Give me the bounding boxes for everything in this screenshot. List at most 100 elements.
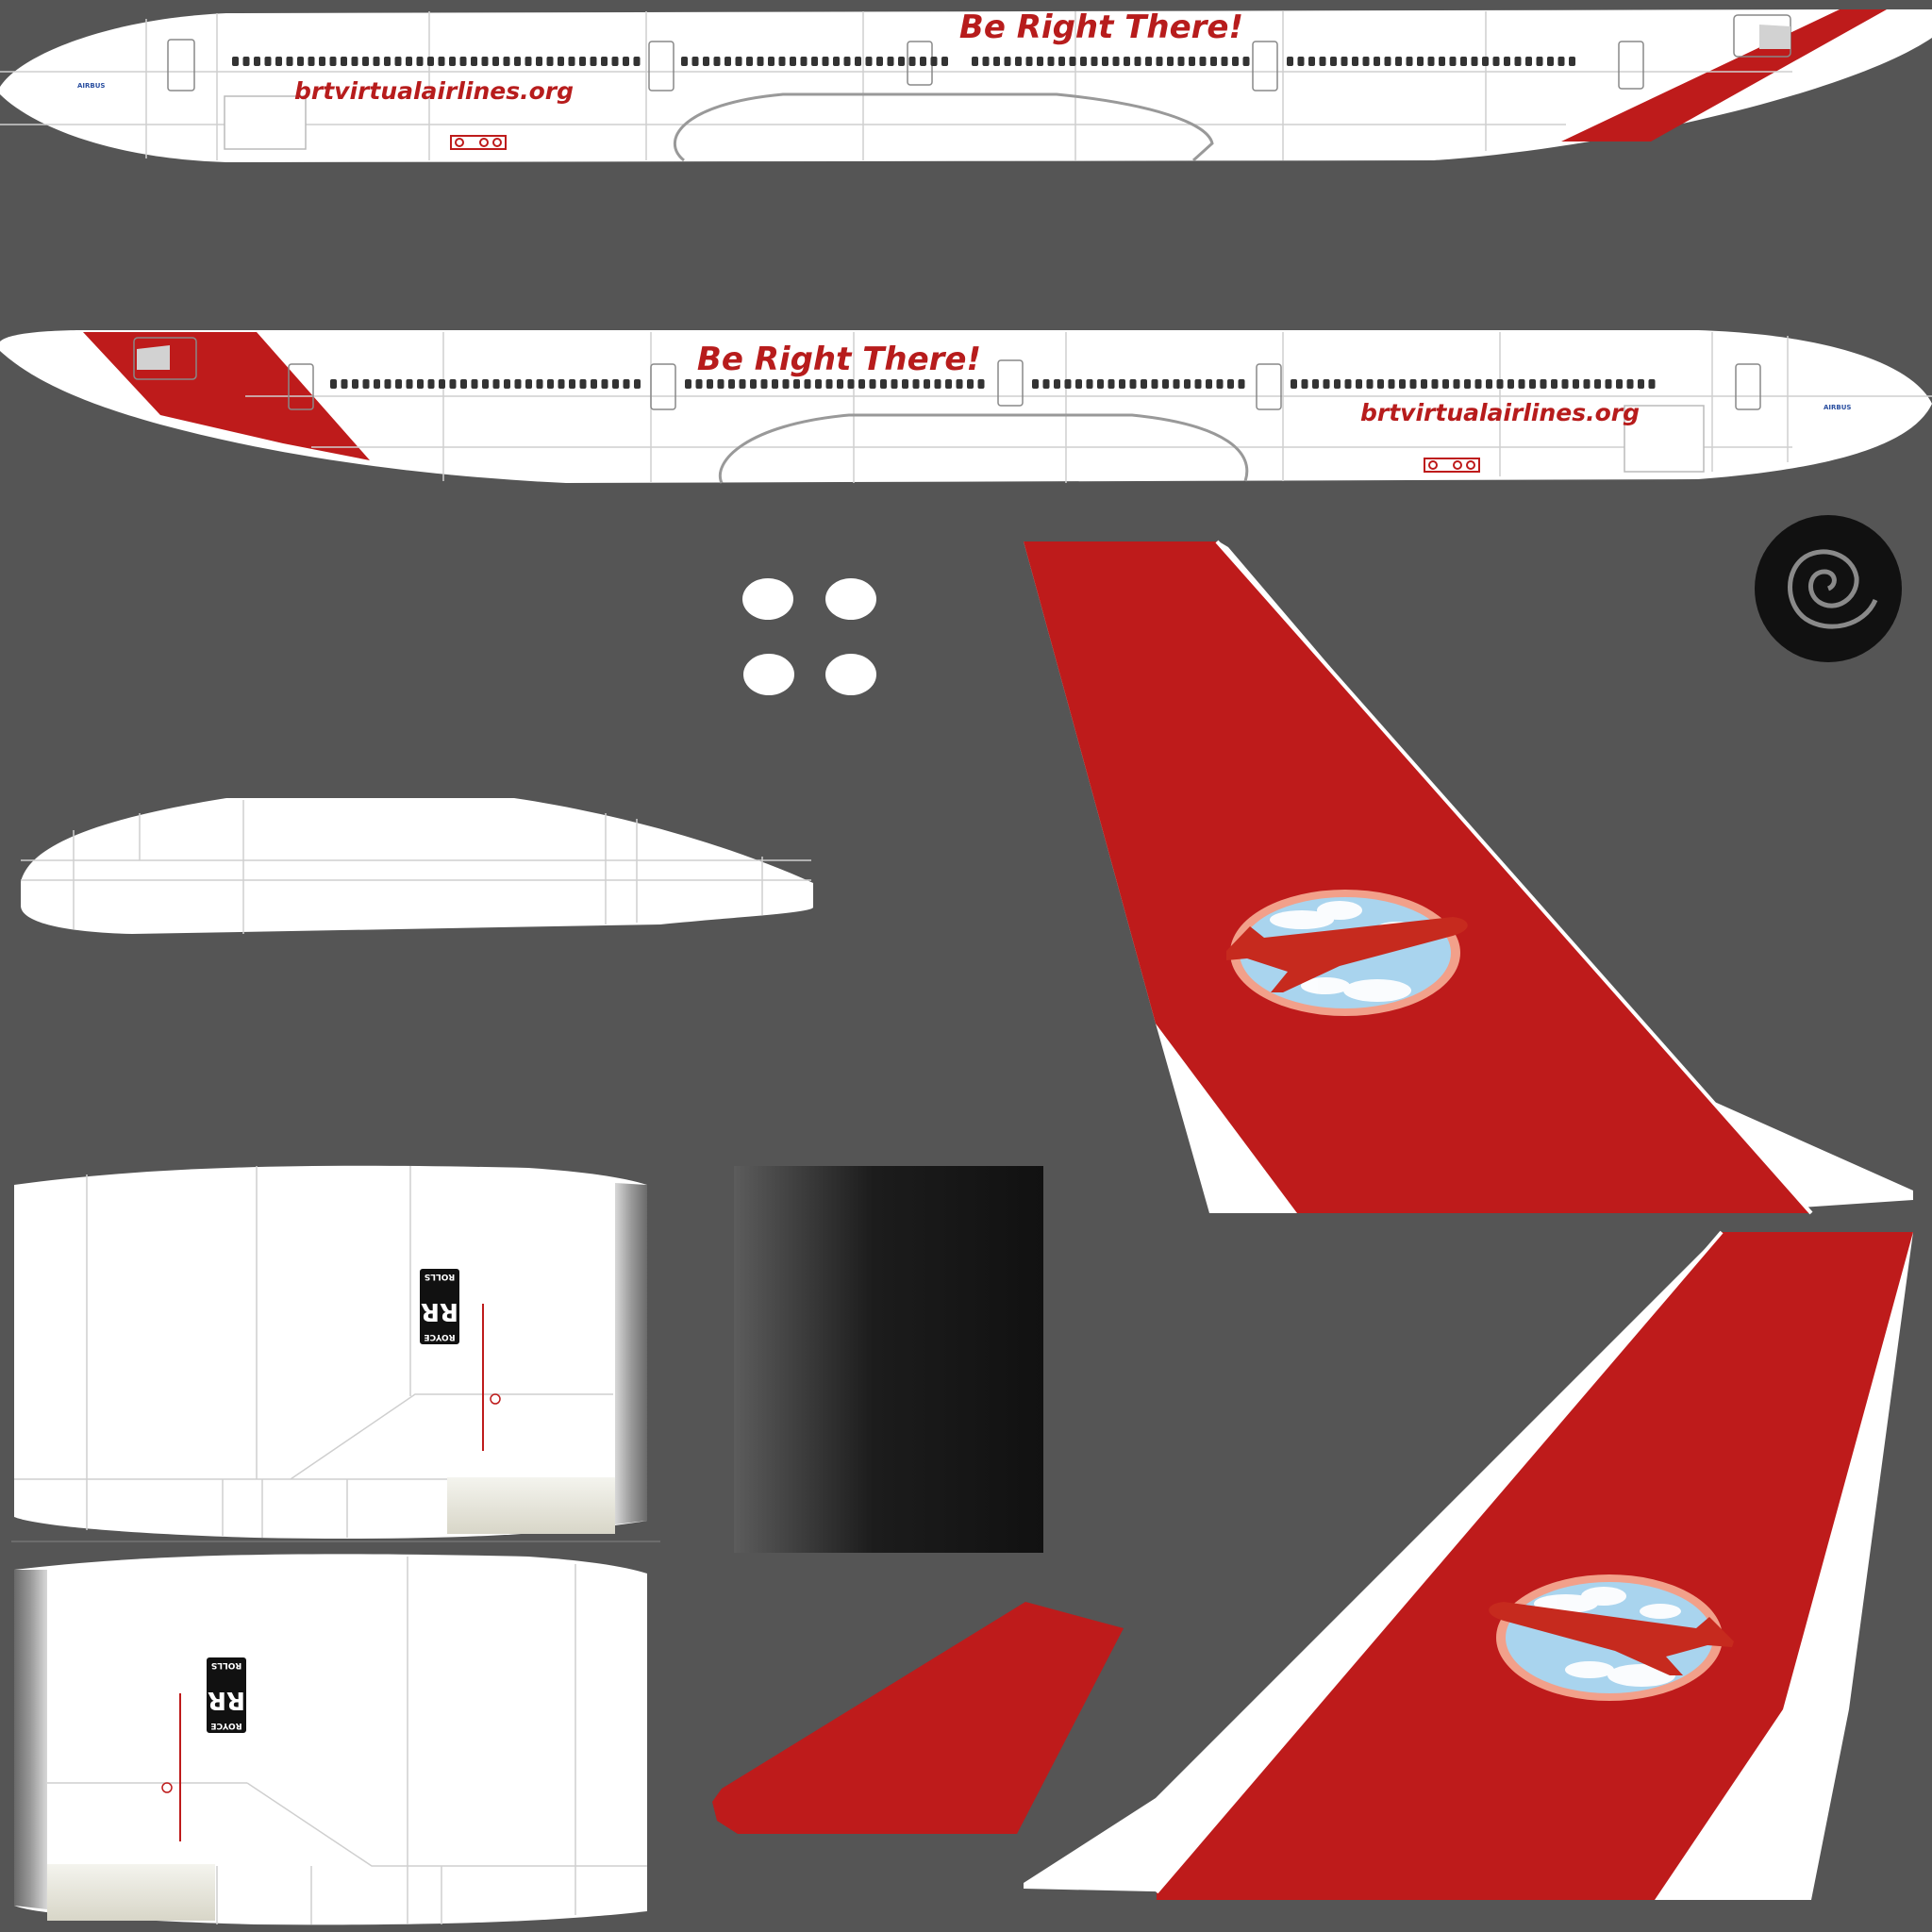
cabin-window xyxy=(623,57,629,66)
cabin-window xyxy=(558,57,564,66)
cabin-window xyxy=(735,57,742,66)
cabin-window xyxy=(876,57,883,66)
cabin-window xyxy=(1356,379,1362,389)
cabin-window xyxy=(1551,379,1557,389)
cabin-window xyxy=(1221,57,1228,66)
cabin-window xyxy=(1395,57,1402,66)
cabin-window xyxy=(427,57,434,66)
cabin-window xyxy=(855,57,861,66)
cabin-window xyxy=(1145,57,1152,66)
cabin-window xyxy=(728,379,735,389)
cabin-window xyxy=(536,57,542,66)
cabin-window xyxy=(1561,379,1569,389)
airbus-mark: AIRBUS xyxy=(77,82,105,90)
cabin-window xyxy=(1080,57,1087,66)
cabin-window xyxy=(275,57,282,66)
cabin-window xyxy=(898,57,905,66)
airbus-mark: AIRBUS xyxy=(1824,404,1851,411)
cabin-window xyxy=(1287,57,1293,66)
cabin-window xyxy=(1308,57,1315,66)
cabin-window xyxy=(1464,379,1471,389)
cabin-window xyxy=(902,379,908,389)
cabin-window xyxy=(1054,379,1060,389)
cabin-window xyxy=(459,57,467,66)
cabin-window xyxy=(1319,57,1326,66)
slogan-text: Be Right There! xyxy=(959,8,1243,46)
cabin-window xyxy=(1334,379,1341,389)
cabin-window xyxy=(1194,379,1202,389)
belly-panel xyxy=(21,798,813,934)
cabin-window xyxy=(887,57,894,66)
cabin-window xyxy=(681,57,688,66)
cabin-window xyxy=(449,379,457,389)
rudder-tab xyxy=(712,1602,1124,1834)
cabin-window xyxy=(1312,379,1319,389)
cabin-window xyxy=(352,379,358,389)
cabin-window xyxy=(492,379,500,389)
cabin-window xyxy=(1471,57,1478,66)
cabin-window xyxy=(757,57,764,66)
cabin-window xyxy=(1141,379,1147,389)
cabin-window xyxy=(1341,57,1348,66)
cabin-window xyxy=(351,57,358,66)
vertical-stabilizer-right xyxy=(1024,1230,1913,1900)
cabin-window xyxy=(1102,57,1108,66)
cabin-window xyxy=(1547,57,1554,66)
cabin-window xyxy=(1536,57,1543,66)
badge-bottom-text: ROYCE xyxy=(424,1332,455,1341)
cabin-window xyxy=(1525,57,1532,66)
cabin-window xyxy=(601,57,608,66)
cabin-window xyxy=(1291,379,1297,389)
cabin-window xyxy=(956,379,963,389)
cabin-window xyxy=(1323,379,1330,389)
cabin-window xyxy=(1344,379,1352,389)
cabin-window xyxy=(329,57,337,66)
cabin-window xyxy=(924,379,930,389)
fuselage-right-side: AIRBUS Be Right There! brtvirtualairline… xyxy=(0,330,1932,484)
cabin-window xyxy=(1557,57,1565,66)
cabin-window xyxy=(1156,57,1163,66)
cabin-window xyxy=(1134,57,1141,66)
badge-top-text: ROLLS xyxy=(425,1272,456,1281)
cabin-window xyxy=(319,57,325,66)
cabin-window xyxy=(793,379,800,389)
slogan-text: Be Right There! xyxy=(697,341,981,378)
cabin-window xyxy=(1439,57,1445,66)
cabin-window xyxy=(308,57,315,66)
cabin-window xyxy=(330,379,337,389)
cabin-window xyxy=(1374,57,1380,66)
cabin-window xyxy=(623,379,630,389)
cabin-window xyxy=(1075,379,1082,389)
cabin-window xyxy=(908,57,916,66)
badge-monogram: RR xyxy=(421,1297,458,1325)
cabin-window xyxy=(782,379,790,389)
cabin-window xyxy=(1330,57,1337,66)
cabin-window xyxy=(934,379,941,389)
cabin-window xyxy=(1058,57,1065,66)
cabin-window xyxy=(1352,57,1358,66)
cabin-window xyxy=(1492,57,1500,66)
cabin-window xyxy=(471,57,477,66)
cabin-window xyxy=(713,57,721,66)
cabin-window xyxy=(707,379,713,389)
cabin-window xyxy=(1216,379,1224,389)
cabin-window xyxy=(1210,57,1217,66)
cabin-window xyxy=(1119,379,1125,389)
cabin-window xyxy=(394,57,402,66)
cabin-window xyxy=(1573,379,1579,389)
cabin-window xyxy=(568,57,575,66)
cabin-window xyxy=(1362,57,1370,66)
cabin-window xyxy=(1482,57,1489,66)
cabin-window xyxy=(492,57,499,66)
cabin-window xyxy=(525,57,532,66)
cabin-window xyxy=(384,57,391,66)
badge-bottom-text: ROYCE xyxy=(210,1721,242,1730)
cabin-window xyxy=(1238,379,1245,389)
cabin-window xyxy=(1421,379,1427,389)
cabin-window xyxy=(833,57,840,66)
cabin-window xyxy=(724,57,731,66)
cabin-window xyxy=(1297,57,1305,66)
cabin-window xyxy=(1086,379,1093,389)
window-row xyxy=(330,379,1656,389)
